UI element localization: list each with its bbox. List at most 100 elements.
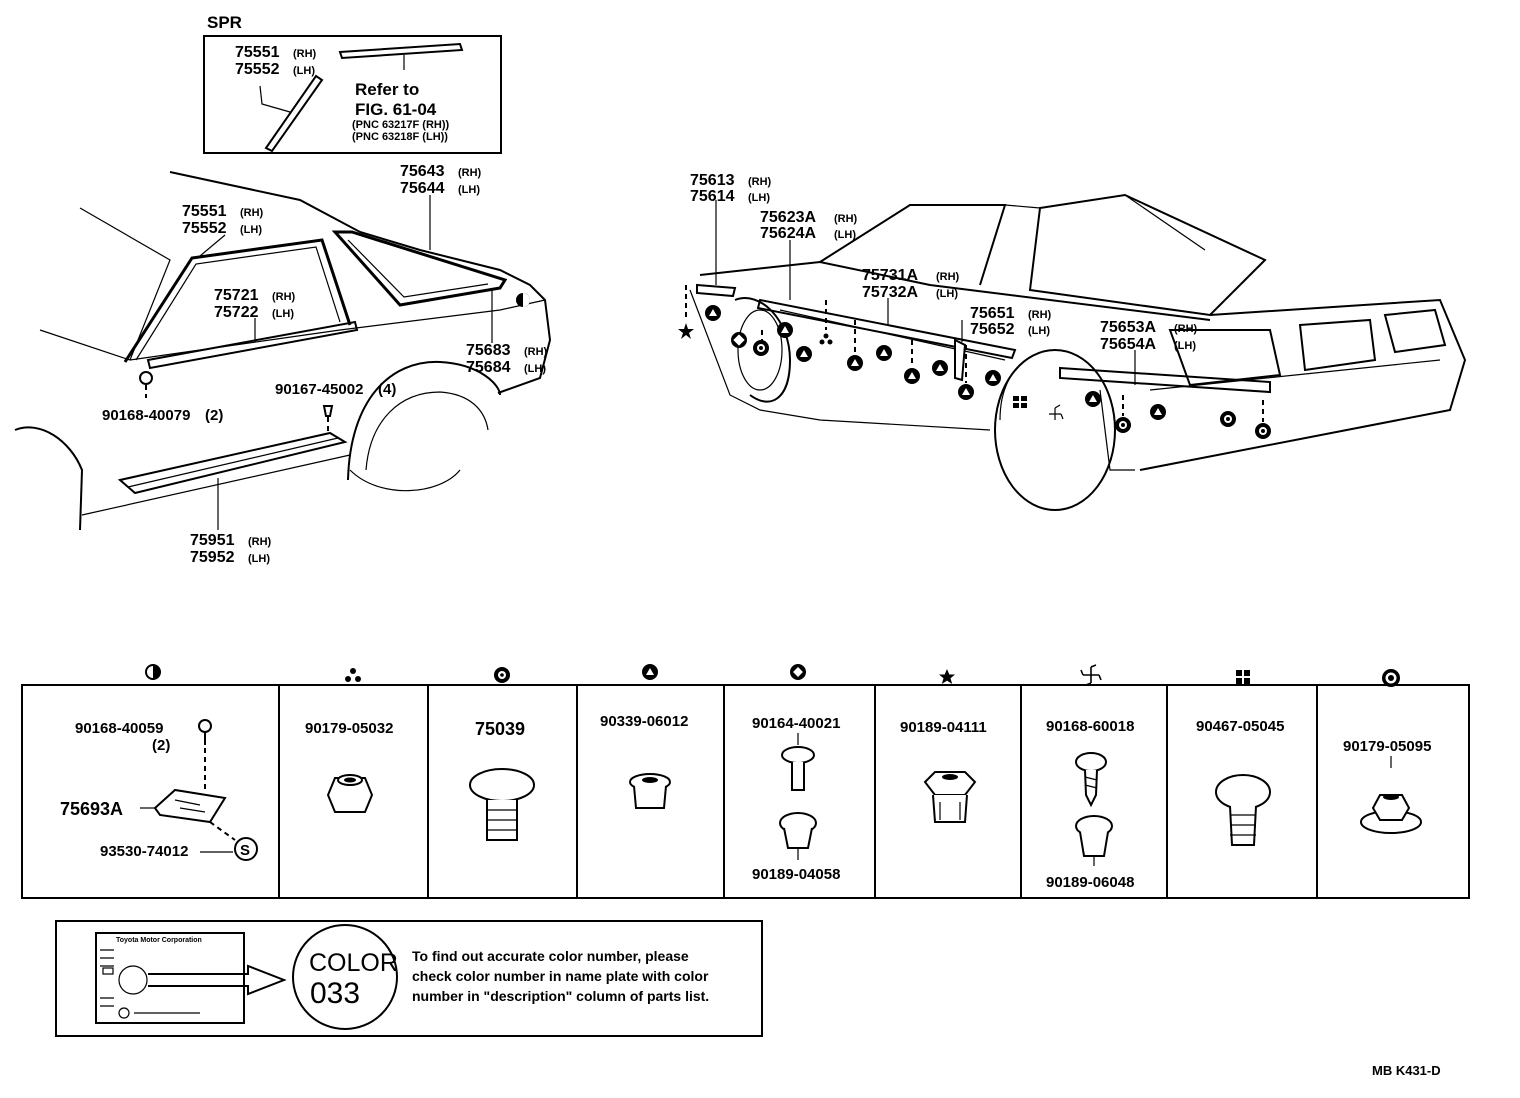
label-75652: 75652 (970, 321, 1015, 338)
label-75654A: 75654A (1100, 336, 1156, 353)
label-75654A-side: (LH) (1174, 340, 1196, 352)
cell-three-dots: 90179-05032 (305, 720, 393, 813)
spr-rh: (RH) (293, 48, 317, 60)
label-75653A-side: (RH) (1174, 323, 1198, 335)
label-75653A: 75653A (1100, 319, 1156, 336)
cell-star: 90189-04111 (900, 719, 987, 823)
label-75731A: 75731A (862, 267, 918, 284)
color-note: Toyota Motor Corporation COLOR 033 To fi… (55, 920, 763, 1037)
label-75552-side: (LH) (240, 224, 262, 236)
part-75039: 75039 (475, 719, 525, 739)
four-squares-icon (1236, 670, 1250, 684)
right-car-view: 75613 (RH) 75614 (LH) 75623A (RH) 75624A… (678, 172, 1467, 511)
cell-half-circle: 90168-40059 (2) 75693A 93530-74012 S (60, 719, 258, 861)
label-75644-side: (LH) (458, 184, 480, 196)
cell-triangle-circle: 90339-06012 (600, 713, 688, 809)
part-90467-05045: 90467-05045 (1196, 718, 1284, 735)
color-badge-word: COLOR (309, 949, 398, 977)
part-90168-60018: 90168-60018 (1046, 718, 1134, 735)
cell-four-squares: 90467-05045 (1196, 718, 1284, 846)
label-screw: 90167-45002 (275, 381, 363, 398)
label-75623A-side: (RH) (834, 213, 858, 225)
pnc-rh: (PNC 63217F (RH)) (352, 119, 450, 131)
spr-part-rh: 75551 (235, 44, 280, 61)
label-75732A-side: (LH) (936, 288, 958, 300)
spr-part-lh: 75552 (235, 61, 280, 78)
cell-ring-dot: 75039 (469, 719, 535, 841)
label-75614: 75614 (690, 188, 735, 205)
label-75652-side: (LH) (1028, 325, 1050, 337)
part-90168-40059: 90168-40059 (75, 720, 163, 737)
part-qty: (2) (152, 737, 170, 754)
label-75551-side: (RH) (240, 207, 264, 219)
spr-lh: (LH) (293, 65, 315, 77)
label-75952: 75952 (190, 549, 235, 566)
label-75643: 75643 (400, 163, 445, 180)
label-75951-side: (RH) (248, 536, 272, 548)
part-90189-04111: 90189-04111 (900, 719, 987, 736)
label-75651-side: (RH) (1028, 309, 1052, 321)
diamond-circle-icon (790, 664, 806, 680)
label-75624A: 75624A (760, 225, 816, 242)
refer-figure: FIG. 61-04 (355, 100, 437, 119)
part-90189-06048: 90189-06048 (1046, 874, 1134, 891)
label-75651: 75651 (970, 305, 1015, 322)
part-90189-04058: 90189-04058 (752, 866, 840, 883)
color-note-line3: number in "description" column of parts … (412, 988, 709, 1004)
label-75613: 75613 (690, 172, 735, 189)
plate-line: Toyota Motor Corporation (116, 937, 202, 944)
label-75552: 75552 (182, 220, 227, 237)
star-icon (939, 669, 955, 684)
label-75684: 75684 (466, 359, 511, 376)
label-75683: 75683 (466, 342, 511, 359)
fastener-table: 90168-40059 (2) 75693A 93530-74012 S 901… (21, 664, 1470, 899)
label-75731A-side: (RH) (936, 271, 960, 283)
color-badge-code: 033 (310, 977, 360, 1010)
ring-dot-icon (494, 667, 510, 683)
cell-pinwheel: 90168-60018 90189-06048 (1046, 718, 1134, 891)
spr-box: SPR 75551 (RH) 75552 (LH) Refer to FIG. … (203, 13, 502, 154)
label-75732A: 75732A (862, 284, 918, 301)
label-75551: 75551 (182, 203, 227, 220)
label-screw-qty: (4) (378, 381, 396, 398)
pinwheel-icon (1080, 664, 1102, 686)
label-75722-side: (LH) (272, 308, 294, 320)
seal-mark: S (240, 842, 250, 859)
part-90179-05095: 90179-05095 (1343, 738, 1431, 755)
label-75683-side: (RH) (524, 346, 548, 358)
label-75644: 75644 (400, 180, 445, 197)
color-note-line1: To find out accurate color number, pleas… (412, 948, 689, 964)
label-75614-side: (LH) (748, 192, 770, 204)
half-circle-icon (145, 664, 161, 680)
color-note-line2: check color number in name plate with co… (412, 968, 709, 984)
cell-diamond-circle: 90164-40021 90189-04058 (752, 715, 840, 883)
triangle-circle-icon (642, 664, 658, 680)
label-75721: 75721 (214, 287, 259, 304)
label-clip: 90168-40079 (102, 407, 190, 424)
three-dots-icon (345, 668, 361, 682)
part-90179-05032: 90179-05032 (305, 720, 393, 737)
label-75721-side: (RH) (272, 291, 296, 303)
label-clip-qty: (2) (205, 407, 223, 424)
label-75643-side: (RH) (458, 167, 482, 179)
cell-double-ring: 90179-05095 (1343, 738, 1431, 834)
label-75952-side: (LH) (248, 553, 270, 565)
spr-title: SPR (207, 13, 242, 32)
refer-to-label: Refer to (355, 80, 419, 99)
diagram-reference-code: MB K431-D (1372, 1063, 1441, 1078)
part-90164-40021: 90164-40021 (752, 715, 840, 732)
double-ring-icon (1382, 669, 1400, 687)
label-75684-side: (LH) (524, 363, 546, 375)
label-75951: 75951 (190, 532, 235, 549)
part-93530-74012: 93530-74012 (100, 843, 188, 860)
label-75613-side: (RH) (748, 176, 772, 188)
pnc-lh: (PNC 63218F (LH)) (352, 131, 448, 143)
label-75624A-side: (LH) (834, 229, 856, 241)
part-90339-06012: 90339-06012 (600, 713, 688, 730)
left-car-view: 75551 (RH) 75552 (LH) 75643 (RH) 75644 (… (14, 163, 552, 566)
label-75623A: 75623A (760, 209, 816, 226)
name-plate-illustration: Toyota Motor Corporation (95, 932, 245, 1024)
label-75722: 75722 (214, 304, 259, 321)
part-75693A: 75693A (60, 799, 123, 819)
